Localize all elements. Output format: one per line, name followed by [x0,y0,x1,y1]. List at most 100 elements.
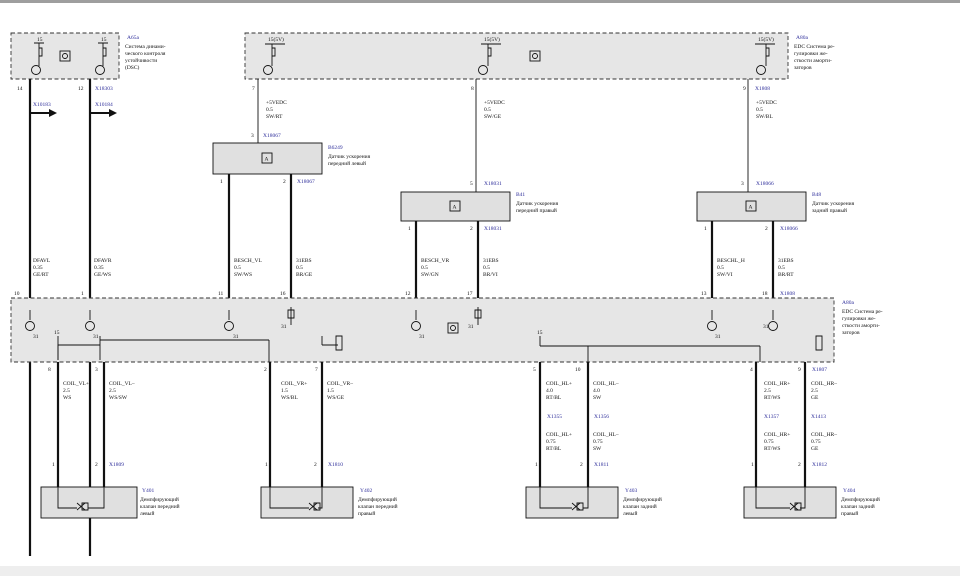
ground-label: 31 [93,334,99,340]
coil-low-1-color: RT/BL [546,446,562,452]
sensor-icon [745,200,757,212]
edc-in-pin-18: 18 [762,291,768,297]
coil-pin-9: 9 [798,367,801,373]
b6249-pin-2: 2 [283,179,286,185]
ic-chip-icon [447,322,459,334]
transistor-icon [85,321,95,331]
y401-pin-2: 2 [95,462,98,468]
edc-main-module-box [10,297,835,363]
coil-wires [56,362,807,487]
sig-8-name: 31EBS [778,258,794,264]
sig-4-name: 31EBS [296,258,312,264]
b6249-conn-out: X18067 [297,179,315,185]
batt-label: 15 [54,330,60,336]
bottom-strip [0,566,960,576]
dsc-conn: X18303 [95,86,113,92]
edc-pullup-3 [755,43,775,66]
sig-8-color: BR/RT [778,272,794,278]
splice-x1357: X1357 [764,414,779,420]
coil-7-color: RT/WS [764,395,780,401]
b41-pin-1: 1 [408,226,411,232]
internal-traces [57,344,761,362]
valve-y402-box [260,486,354,519]
y401-desc-1: Демпфирующий [140,496,179,503]
ground-label: 31 [419,334,425,340]
internal-traces [29,310,774,320]
edc-top-int-label-3: 15(5V) [758,36,774,43]
edc-top-conn: X1808 [755,86,770,92]
ground-label: 31 [233,334,239,340]
coil-4-color: WS/GE [327,395,345,401]
sensor-symbol: A [749,205,753,211]
edc-in-pin-13: 13 [701,291,707,297]
ground-label: 31 [281,324,287,330]
sig-4-size: 0.5 [296,265,303,271]
coil-low-3-size: 0.75 [764,439,774,445]
internal-traces [100,339,270,362]
sensor-icon [449,200,461,212]
ground-label: 31 [468,324,474,330]
y402-id: Y402 [360,488,372,494]
transistor-icon [25,321,35,331]
y404-pin-2: 2 [798,462,801,468]
coil-pin-8: 8 [48,367,51,373]
dsc-desc-4: (DSC) [125,64,140,71]
edc-pullup-1 [265,43,285,66]
sig-3-size: 0.5 [234,265,241,271]
coil-low-3-name: COIL_HR+ [764,432,790,438]
sig-1-color: GE/RT [33,272,49,278]
sig-5-color: SW/GN [421,272,439,278]
ic-chip-circle [62,53,68,59]
transistor-icon [768,321,778,331]
dsc-out-1: X10183 [33,102,51,108]
b41-pin-in: 5 [470,181,473,187]
b41-desc-1: Датчик ускорения [516,201,559,207]
dsc-int-label-2: 15 [101,37,107,43]
transistor-icon [31,65,41,75]
sig-4-color: BR/GE [296,272,313,278]
supply-3-name: +5VEDC [756,100,777,106]
coil-8-size: 2.5 [811,388,818,394]
ic-chip-icon [59,50,71,62]
b48-conn-out: X18066 [780,226,798,232]
solenoid-valve-icon [76,502,89,511]
b41-conn-in: X18031 [484,181,502,187]
y401-id: Y401 [142,488,154,494]
coil-2-size: 2.5 [109,388,116,394]
b6249-pin-1: 1 [220,179,223,185]
coil-pin-5: 5 [533,367,536,373]
edc-pin-9: 9 [743,86,746,92]
edc-main-id: A80a [842,300,854,306]
supply-2-color: SW/GE [484,114,502,120]
b6249-desc-1: Датчик ускорения [328,154,371,160]
coil-5-name: COIL_HL+ [546,381,572,387]
coil-5-color: RT/BL [546,395,562,401]
edc-pin-7: 7 [252,86,255,92]
transistor-icon [478,65,488,75]
b41-conn-out: X18031 [484,226,502,232]
coil-6-name: COIL_HL– [593,381,619,387]
y404-pin-1: 1 [751,462,754,468]
y402-conn: X1810 [328,462,343,468]
y404-desc-2: клапан задний [841,503,875,510]
sig-7-size: 0.5 [717,265,724,271]
coil-low-1-name: COIL_HL+ [546,432,572,438]
y402-desc-2: клапан передний [358,503,398,510]
y404-desc-3: правый [841,510,858,517]
sig-1-name: DFAVL [33,258,51,264]
edc-top-desc-1: EDC Система ре- [794,44,835,50]
dsc-desc-1: Система динами- [125,44,166,50]
edc-top-desc-4: заторов [794,65,812,71]
supply-1-name: +5VEDC [266,100,287,106]
coil-conn: X1807 [812,367,827,373]
valve-y404-box [743,486,837,519]
y403-desc-1: Демпфирующий [623,496,662,503]
transistor-icon [411,321,421,331]
coil-low-4-color: GE [811,446,819,452]
splice-x1356: X1356 [594,414,609,420]
b6249-pin-in: 3 [251,133,254,139]
coil-4-size: 1.5 [327,388,334,394]
supply-1-size: 0.5 [266,107,273,113]
y403-conn: X1811 [594,462,609,468]
b48-desc-1: Датчик ускорения [812,201,855,207]
